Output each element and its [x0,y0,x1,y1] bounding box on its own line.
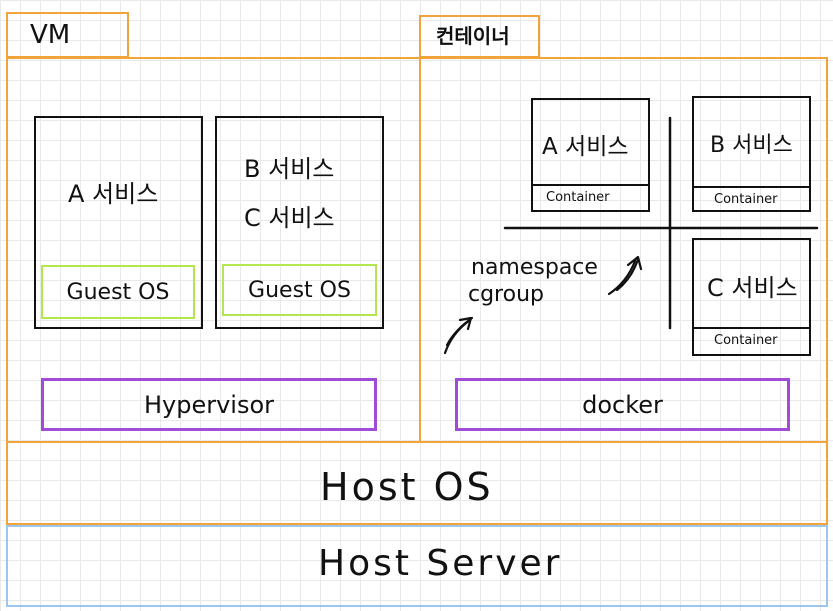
vm2-box [215,116,384,329]
host-server-label: Host Server [318,543,563,584]
vm2-service-c-label: C 서비스 [244,204,335,232]
arrow-up-left [443,316,474,355]
container-b-service-label: B 서비스 [710,133,793,158]
cgroup-label: cgroup [468,282,544,307]
container-a-divider [531,184,650,186]
arrow-up-right [607,255,643,296]
namespace-label: namespace [471,255,598,280]
vm1-box [34,116,203,329]
container-c-label: Container [714,333,778,348]
container-a-label: Container [546,190,610,205]
container-c-box [692,238,811,356]
vm2-service-b-label: B 서비스 [244,155,335,183]
hypervisor-label: Hypervisor [143,390,275,419]
container-b-label: Container [714,192,778,207]
vm-tab-label: VM [30,20,71,50]
vm1-guest-os: Guest OS [41,265,195,319]
container-b-divider [692,186,811,188]
container-c-service-label: C 서비스 [707,274,798,302]
host-server-layer [6,525,828,607]
container-region [419,57,828,443]
container-a-service-label: A 서비스 [542,134,629,160]
docker-box: docker [455,378,790,431]
docker-label: docker [582,390,663,419]
vm1-service-label: A 서비스 [68,180,159,208]
vm2-guest-os-label: Guest OS [248,277,351,303]
container-a-box [531,98,650,212]
vm2-guest-os: Guest OS [222,264,377,316]
container-b-box [692,96,811,212]
hypervisor-box: Hypervisor [41,378,377,431]
vm1-guest-os-label: Guest OS [66,279,170,305]
host-os-label: Host OS [320,465,494,509]
container-tab-label: 컨테이너 [436,24,510,48]
container-c-divider [692,327,811,329]
